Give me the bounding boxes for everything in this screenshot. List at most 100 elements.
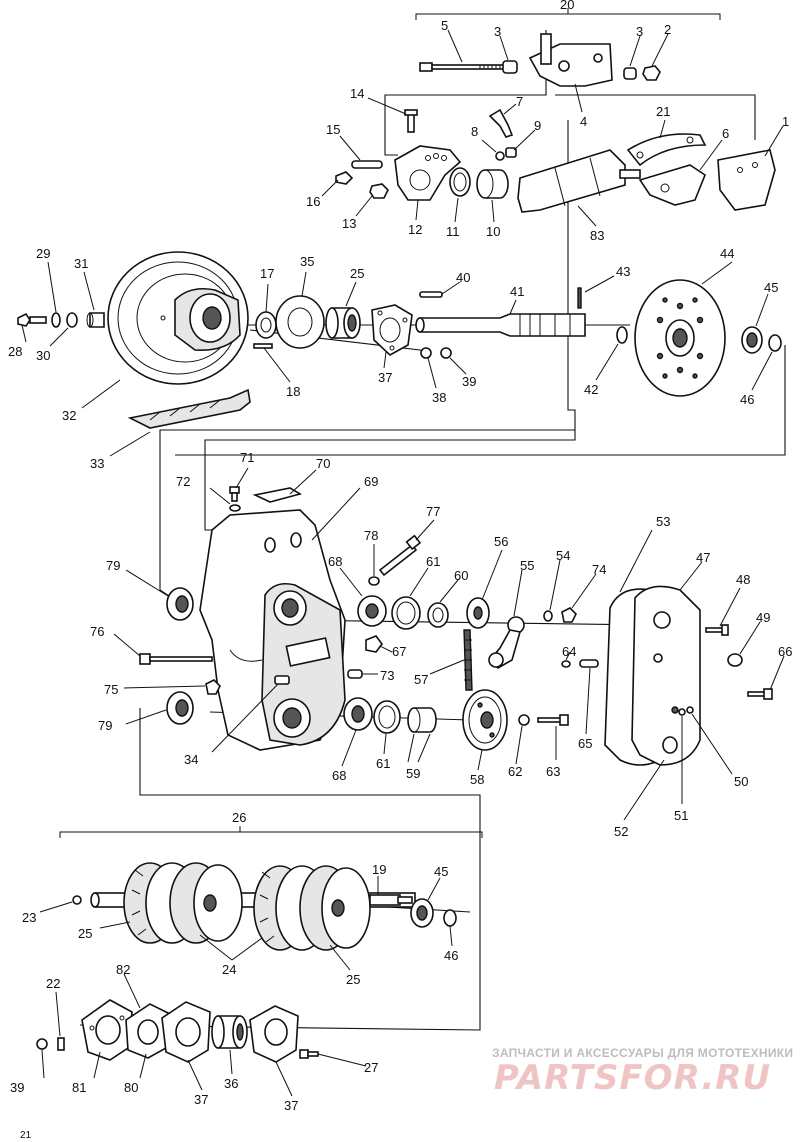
callout-38: 38 [432, 390, 446, 405]
callout-73: 73 [380, 668, 394, 683]
callout-81: 81 [72, 1080, 86, 1095]
fitting-67 [365, 635, 383, 653]
callout-2: 2 [664, 22, 671, 37]
spacers-59 [407, 707, 437, 733]
nut-38 [420, 347, 432, 359]
callout-68: 68 [328, 554, 342, 569]
callout-54: 54 [556, 548, 570, 563]
caliper-12 [394, 145, 462, 201]
plug-49 [727, 653, 743, 667]
callout-16: 16 [306, 194, 320, 209]
washer-72 [229, 504, 241, 512]
callout-46: 46 [740, 392, 754, 407]
bushing-73 [347, 669, 363, 679]
bearing-25 [325, 307, 361, 339]
callout-19: 19 [372, 862, 386, 877]
washer-17 [255, 311, 277, 339]
bushing-3-left [502, 60, 518, 74]
callout-37c: 37 [284, 1098, 298, 1113]
callout-48: 48 [736, 572, 750, 587]
actuator-83 [517, 149, 641, 213]
callout-29: 29 [36, 246, 50, 261]
ring-42 [616, 326, 628, 344]
callout-24: 24 [222, 962, 236, 977]
callout-51: 51 [674, 808, 688, 823]
callout-50: 50 [734, 774, 748, 789]
callout-45b: 45 [434, 864, 448, 879]
callout-36: 36 [224, 1076, 238, 1091]
bolt-48 [705, 624, 729, 636]
leader-lines [21, 29, 785, 1097]
nut-2 [642, 65, 661, 81]
group-20-brace [415, 8, 721, 20]
spring-65 [579, 659, 599, 668]
callout-1: 1 [782, 114, 789, 129]
callout-26: 26 [232, 810, 246, 825]
pin-18 [253, 343, 273, 349]
callout-17: 17 [260, 266, 274, 281]
flange-81 [81, 999, 133, 1061]
bearing-36 [211, 1015, 248, 1049]
ring-61-top [391, 596, 421, 630]
fitting-13 [369, 183, 389, 199]
callout-67: 67 [392, 644, 406, 659]
chaincase-69 [199, 509, 346, 751]
watermark-logo: PARTSFOR.RU [494, 1058, 772, 1098]
callout-5: 5 [441, 18, 448, 33]
callout-35: 35 [300, 254, 314, 269]
callout-45: 45 [764, 280, 778, 295]
callout-72: 72 [176, 474, 190, 489]
callout-49: 49 [756, 610, 770, 625]
bracket-4 [528, 33, 613, 87]
callout-4: 4 [580, 114, 587, 129]
nut-75 [205, 679, 221, 695]
bolt-5 [419, 62, 505, 72]
bolt-77 [378, 534, 422, 577]
callout-37b: 37 [194, 1092, 208, 1107]
sleeve-10 [476, 169, 509, 199]
washer-50 [686, 706, 694, 714]
shaft-41 [415, 313, 586, 337]
sprocket-58 [462, 689, 508, 751]
callout-70: 70 [316, 456, 330, 471]
callout-80: 80 [124, 1080, 138, 1095]
callout-20: 20 [560, 0, 574, 12]
callout-57: 57 [414, 672, 428, 687]
callout-53: 53 [656, 514, 670, 529]
callout-22: 22 [46, 976, 60, 991]
callout-60: 60 [454, 568, 468, 583]
callout-34: 34 [184, 752, 198, 767]
washer-29 [51, 312, 61, 328]
callout-21: 21 [656, 104, 670, 119]
callout-47: 47 [696, 550, 710, 565]
corner-mark: 21 [20, 1130, 32, 1141]
hook-pin-7 [488, 108, 514, 138]
nut-74 [561, 607, 577, 623]
callout-7: 7 [516, 94, 523, 109]
tensioner-55 [488, 616, 525, 669]
callout-75: 75 [104, 682, 118, 697]
shim-70 [252, 487, 303, 503]
plate-21 [626, 133, 707, 167]
cover-1 [717, 149, 776, 211]
nut-51 [678, 708, 686, 716]
callout-41: 41 [510, 284, 524, 299]
chain-57 [463, 629, 473, 691]
callout-18: 18 [286, 384, 300, 399]
key-40 [419, 291, 443, 298]
callout-10: 10 [486, 224, 500, 239]
callout-78: 78 [364, 528, 378, 543]
cover-47 [631, 585, 701, 766]
nut-39-lower [36, 1038, 48, 1050]
callout-12: 12 [408, 222, 422, 237]
screw-71 [229, 486, 240, 502]
callout-32: 32 [62, 408, 76, 423]
ring-11 [449, 167, 471, 197]
seal-45 [741, 326, 763, 354]
callout-77: 77 [426, 504, 440, 519]
callout-25: 25 [350, 266, 364, 281]
callout-62: 62 [508, 764, 522, 779]
callout-3: 3 [494, 24, 501, 39]
bolt-66 [747, 688, 773, 700]
bearing-68-top [357, 595, 387, 627]
